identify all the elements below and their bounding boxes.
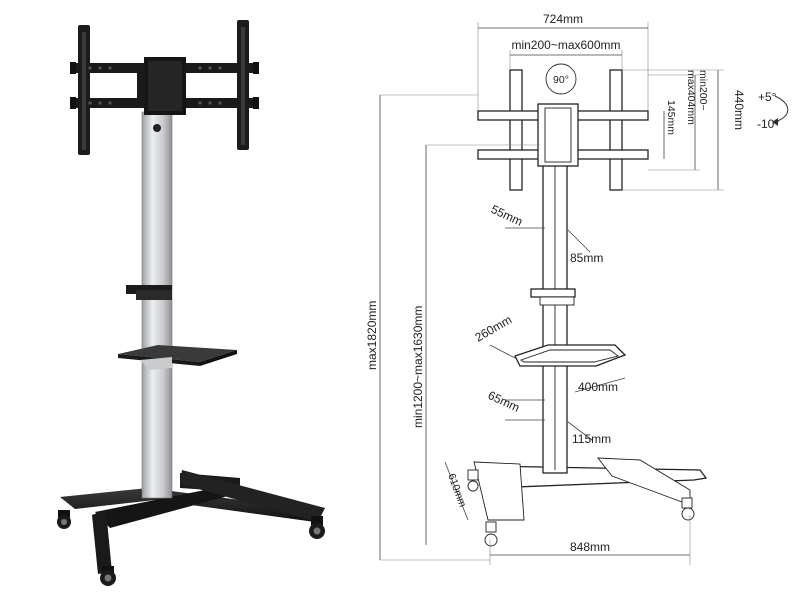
label-arm-spacing: 145mm [665,100,677,135]
drawing-base [467,457,708,547]
wheel-icon [484,521,498,547]
dimension-lines [379,22,724,565]
wheel-icon [309,516,325,539]
label-bracket-height: 440mm [732,90,746,130]
label-pole-width: 85mm [570,251,603,265]
wheel-icon [681,497,695,521]
label-tilt-down: -10° [757,117,779,131]
label-base-pole-width: 115mm [572,432,611,446]
wheel-icon [467,469,479,492]
product-illustration [57,20,325,586]
center-pole [141,111,173,499]
label-vesa-vertical-line2: max404mm [685,70,697,125]
label-vesa-vertical-line1: min200~ [697,70,709,111]
technical-drawing: 724mm min200~max600mm 90° 440mm min200~ … [365,12,789,565]
caster-wheels [57,510,325,586]
drawing-pole [542,154,568,474]
label-base-pole-depth: 65mm [486,388,522,415]
base-frame [60,470,325,574]
label-rotation: 90° [553,74,569,86]
label-base-depth: 610mm [445,472,468,509]
drawing-shelf [514,344,627,367]
label-base-width: 848mm [570,540,610,554]
drawing-pole-clamp [530,288,576,306]
pole-clamp [126,285,172,300]
label-shelf-width: 400mm [578,380,618,394]
label-max-height: max1820mm [365,301,379,370]
label-width-overall: 724mm [543,12,583,26]
label-shelf-depth: 260mm [473,312,515,344]
vesa-mount-bracket [70,20,259,155]
label-pole-depth: 55mm [489,202,525,229]
tilt-arrow-icon [772,95,789,126]
label-height-range: min1200~max1630mm [411,306,425,428]
rotation-indicator [545,63,577,95]
drawing-vesa-bracket [477,69,649,191]
label-tilt-up: +5° [758,90,777,104]
glass-shelf [118,345,237,370]
wheel-icon [100,566,116,586]
wheel-icon [57,510,71,529]
label-vesa-vertical: min200~ max404mm [685,70,709,125]
label-vesa-horizontal: min200~max600mm [511,38,620,52]
